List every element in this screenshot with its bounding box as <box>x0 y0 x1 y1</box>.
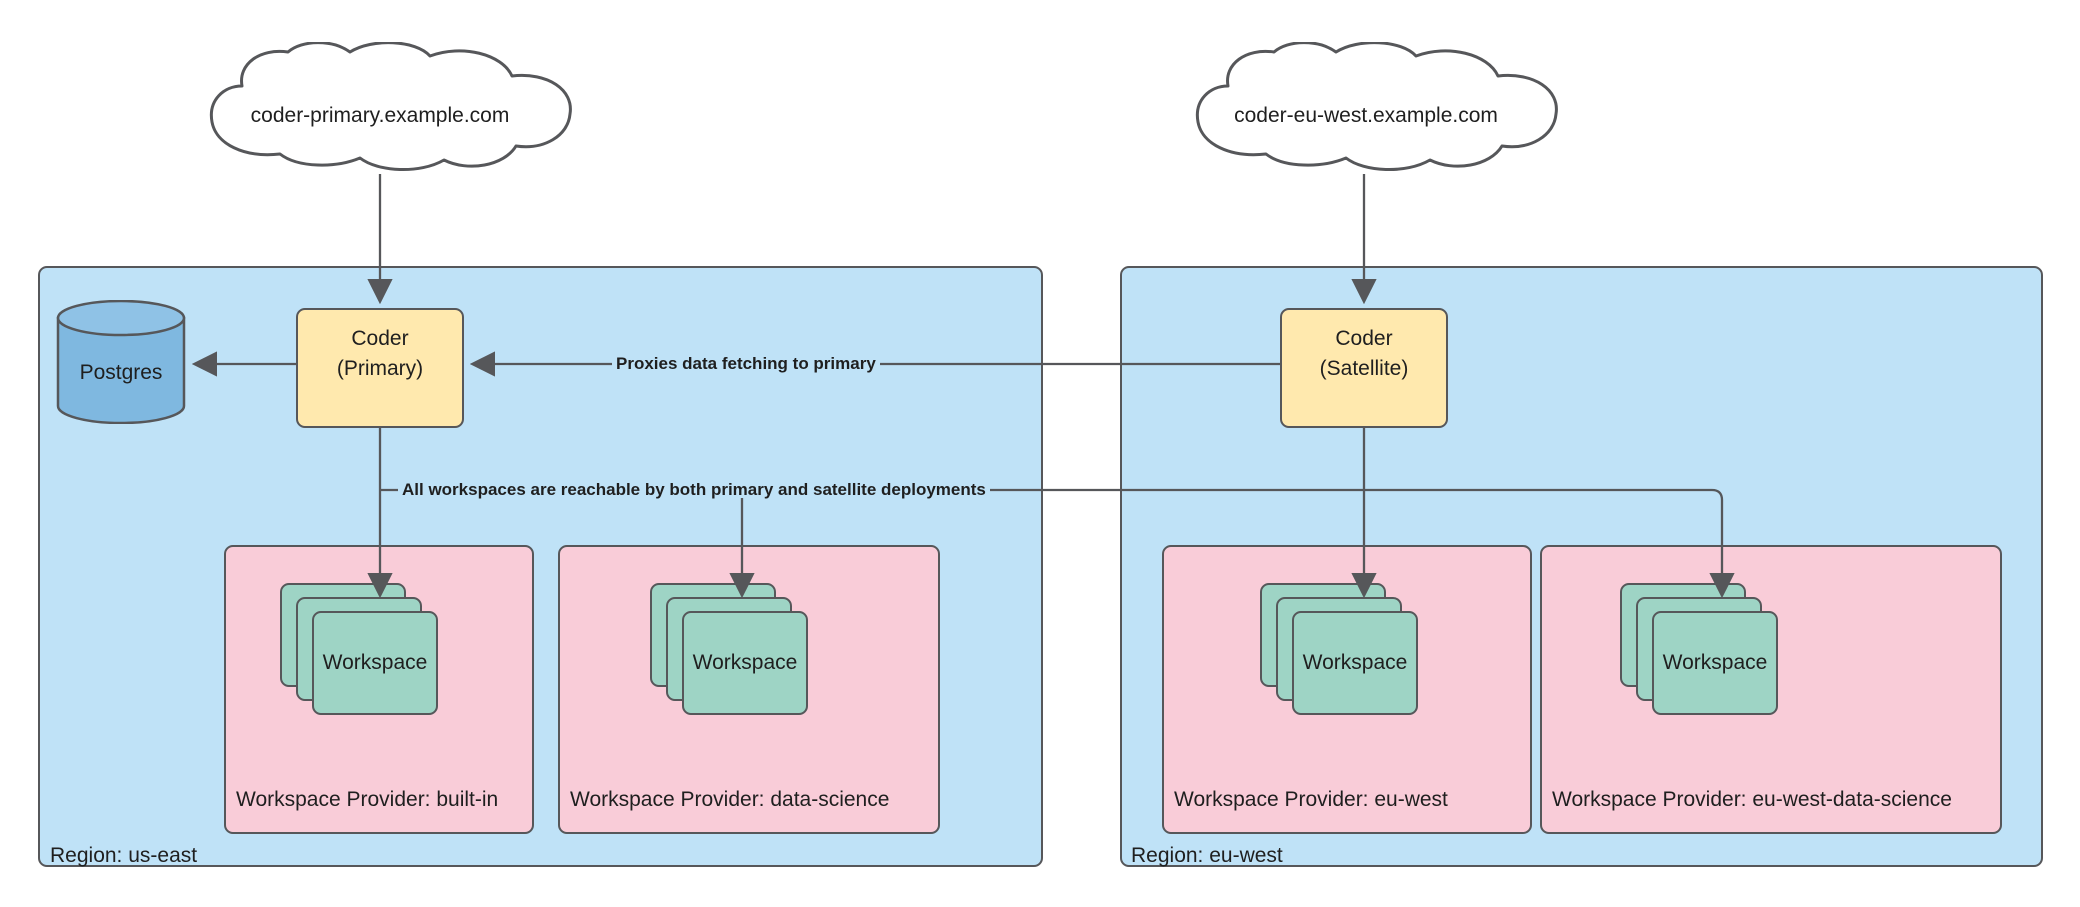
workspace-card-front[interactable] <box>682 611 808 715</box>
cloud-eu-west-domain[interactable] <box>1158 41 1574 174</box>
provider-eu-west-title: Workspace Provider: eu-west <box>1174 788 1448 811</box>
cloud-primary-domain-label: coder-primary.example.com <box>250 104 510 127</box>
workspace-label: Workspace <box>692 651 798 674</box>
workspace-card-front[interactable] <box>1292 611 1418 715</box>
cloud-primary-domain[interactable] <box>172 41 588 174</box>
provider-data-science-title: Workspace Provider: data-science <box>570 788 890 811</box>
workspace-card-front[interactable] <box>1652 611 1778 715</box>
workspace-label: Workspace <box>322 651 428 674</box>
cloud-icon <box>209 41 572 171</box>
postgres-cylinder-icon <box>56 299 186 425</box>
provider-built-in-title: Workspace Provider: built-in <box>236 788 499 811</box>
workspace-stack-eu-west[interactable]: Workspace <box>1260 583 1418 715</box>
coder-satellite-node[interactable] <box>1280 308 1448 428</box>
edge-reachable-label: All workspaces are reachable by both pri… <box>398 481 990 498</box>
workspace-stack-built-in[interactable]: Workspace <box>280 583 438 715</box>
region-eu-west-title: Region: eu-west <box>1131 844 1283 867</box>
workspace-label: Workspace <box>1302 651 1408 674</box>
cloud-icon <box>1195 41 1558 171</box>
cloud-eu-west-domain-label: coder-eu-west.example.com <box>1234 104 1498 127</box>
workspace-card-front[interactable] <box>312 611 438 715</box>
region-us-east-title: Region: us-east <box>50 844 198 867</box>
workspace-label: Workspace <box>1662 651 1768 674</box>
workspace-stack-eu-west-data-science[interactable]: Workspace <box>1620 583 1778 715</box>
workspace-stack-data-science[interactable]: Workspace <box>650 583 808 715</box>
coder-primary-node[interactable] <box>296 308 464 428</box>
provider-eu-west-data-science-title: Workspace Provider: eu-west-data-science <box>1552 788 1952 811</box>
edge-proxy-label: Proxies data fetching to primary <box>612 355 880 372</box>
postgres-database[interactable] <box>55 299 187 425</box>
